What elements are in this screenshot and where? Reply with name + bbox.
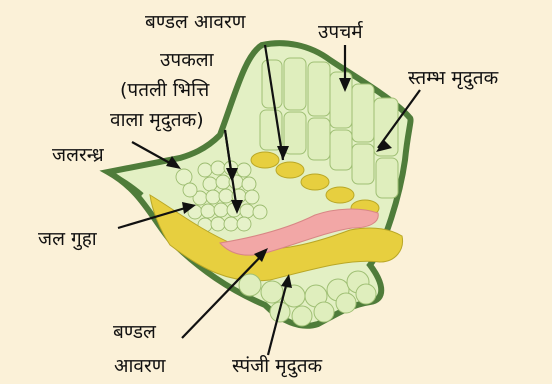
label-bundle-sheath-bottom-line-2: आवरण — [114, 355, 166, 377]
label-epithelium-line-1: उपकला — [160, 49, 215, 71]
label-spongy: स्पंजी मृदुतक — [232, 354, 323, 378]
label-bundle-sheath-top: बण्डल आवरण — [145, 11, 246, 33]
label-epidermis: उपचर्म — [318, 20, 364, 43]
label-bundle-sheath-bottom-line-1: बण्डल — [113, 321, 157, 343]
label-hydathode: जलरन्ध्र — [52, 144, 104, 166]
label-epithelium-line-3: वाला मृदुतक) — [110, 109, 204, 132]
label-palisade: स्तम्भ मृदुतक — [408, 67, 499, 90]
label-water-cavity: जल गुहा — [38, 228, 98, 251]
label-epithelium-line-2: (पतली भित्ति — [120, 78, 210, 101]
